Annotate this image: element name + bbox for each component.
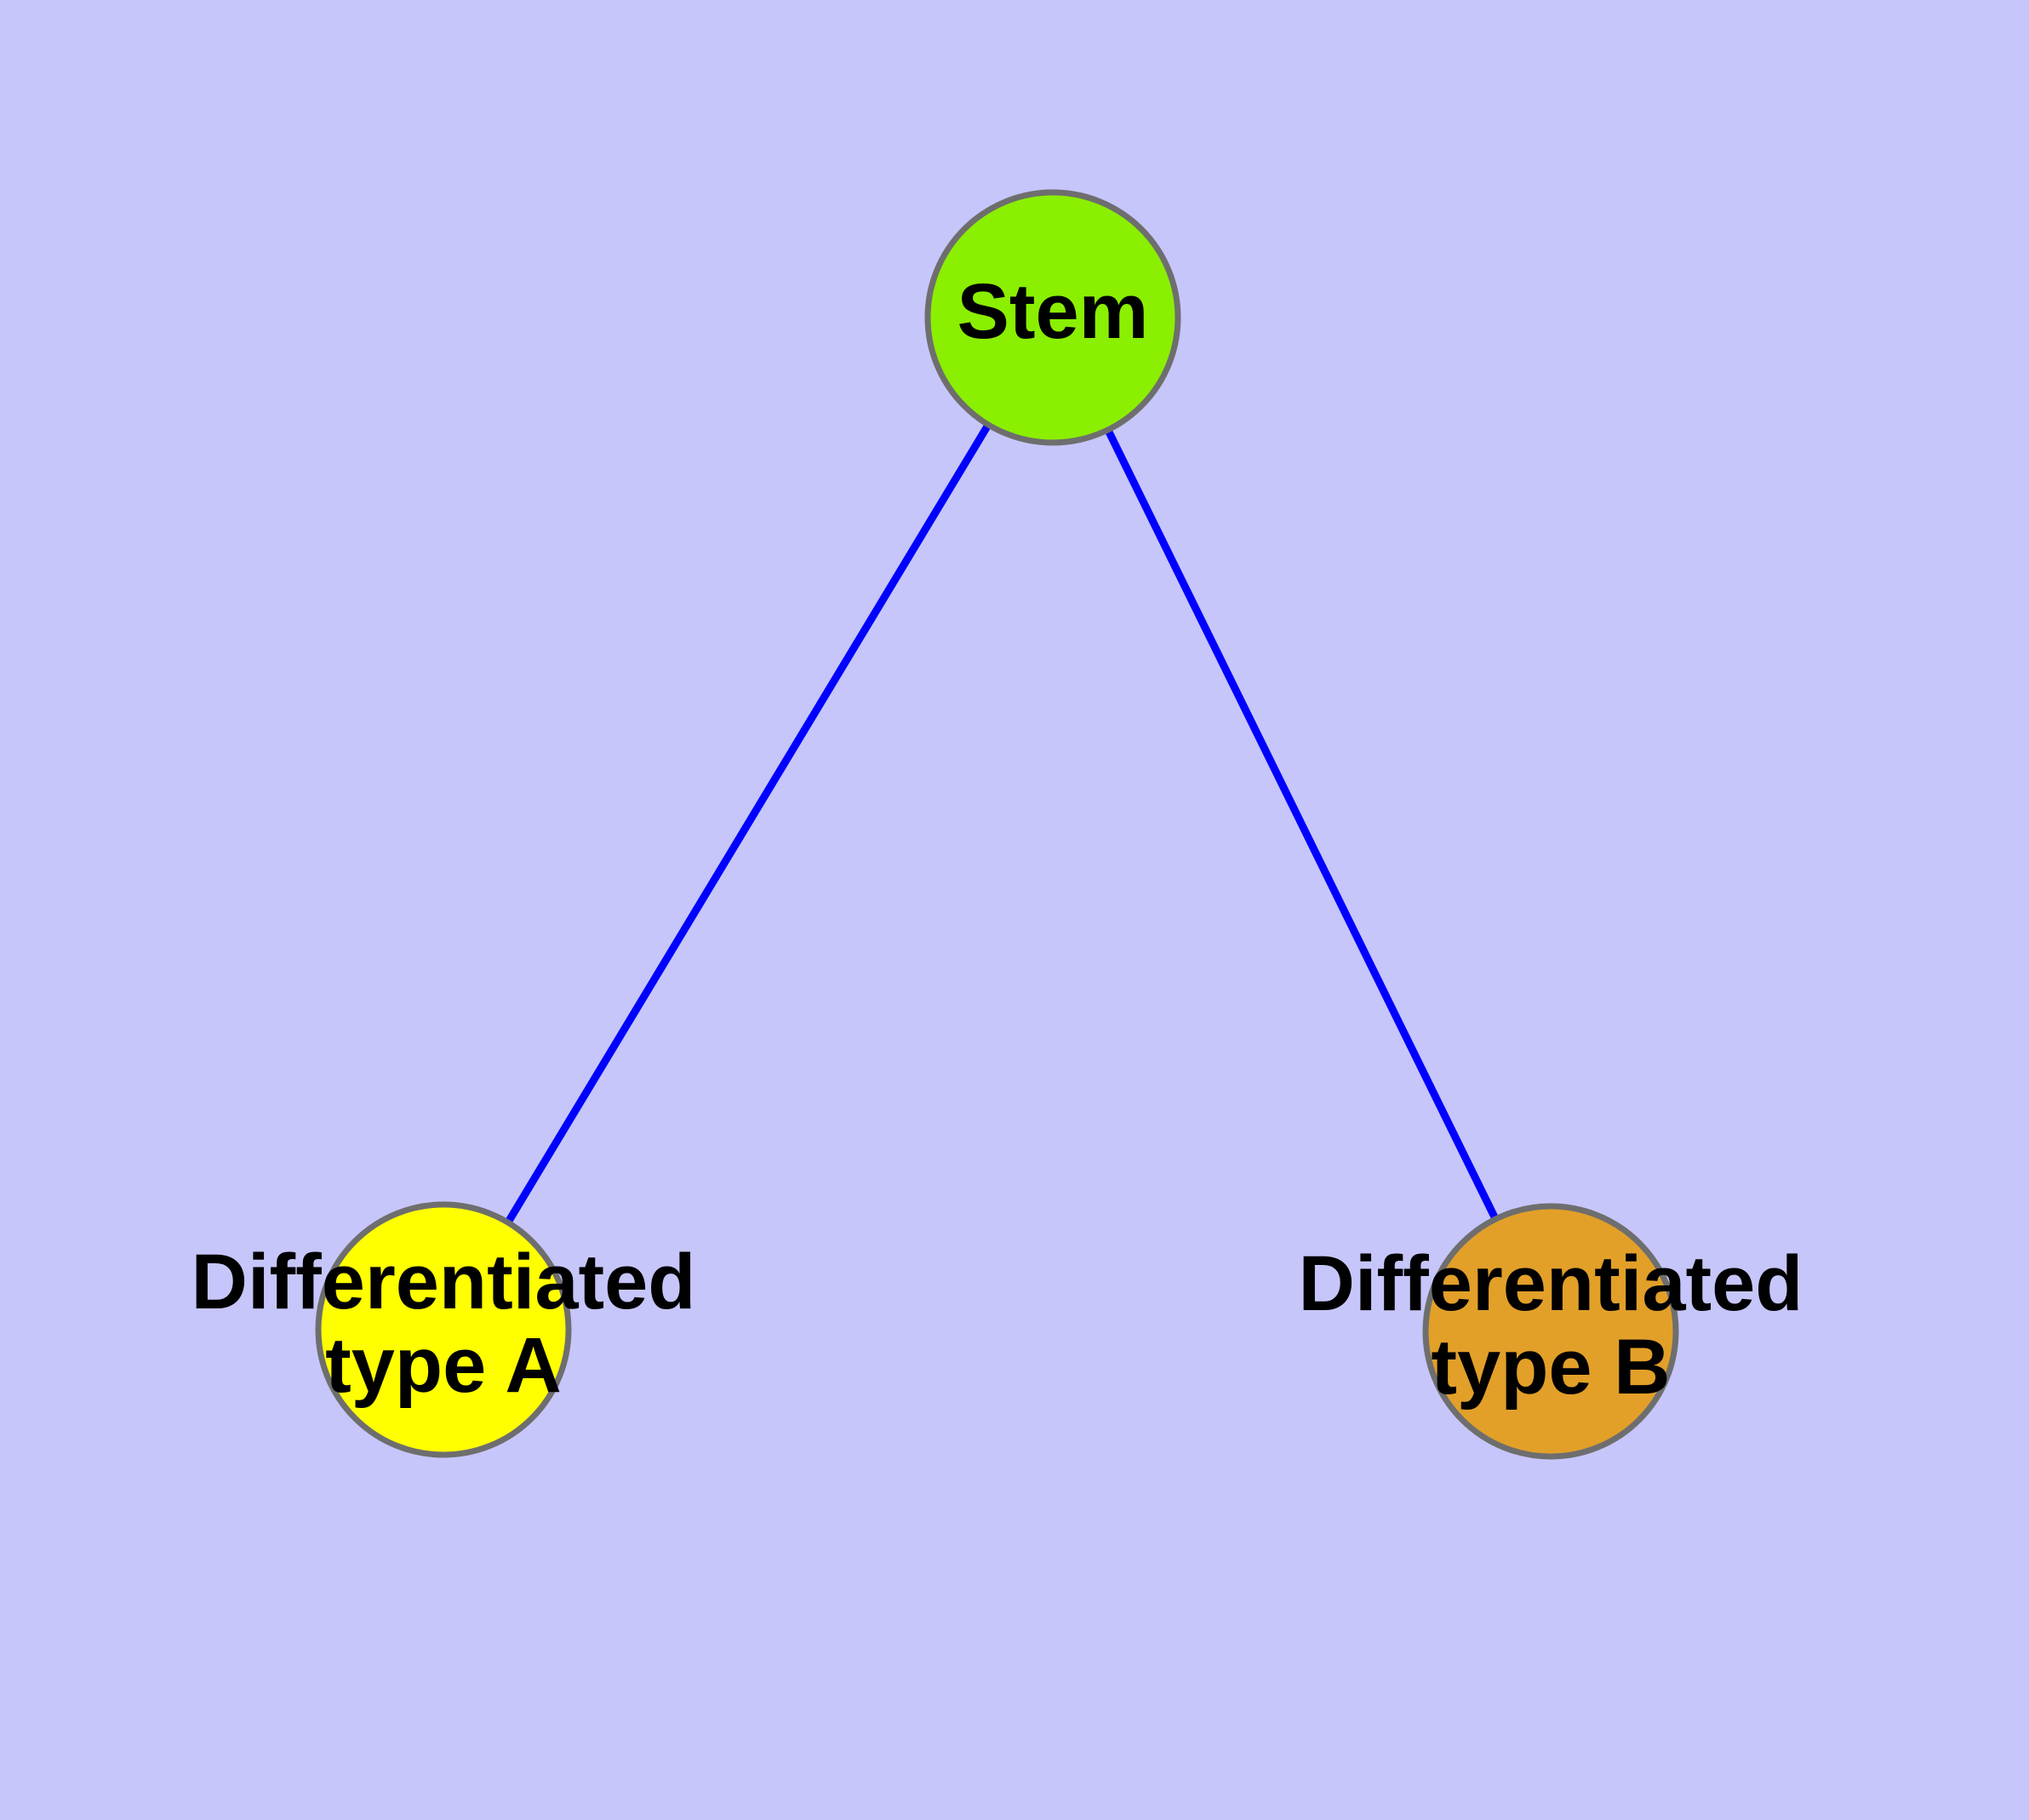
node-circle-diff-a[interactable] <box>315 1201 572 1458</box>
node-stem[interactable]: Stem <box>924 189 1181 446</box>
node-label-line: Differentiated <box>191 1239 696 1325</box>
node-circle-diff-b[interactable] <box>1422 1203 1679 1460</box>
edges-layer <box>503 421 1500 1227</box>
node-circle-stem[interactable] <box>924 189 1181 446</box>
node-label-line: type A <box>325 1323 562 1410</box>
node-label-line: Differentiated <box>1299 1240 1803 1327</box>
node-label-line: type B <box>1431 1325 1670 1411</box>
edge-stem-to-diff-a <box>503 421 993 1227</box>
node-label-stem: Stem <box>957 268 1149 355</box>
edge-stem-to-diff-b <box>1103 426 1500 1222</box>
node-label-line: Stem <box>957 268 1149 355</box>
